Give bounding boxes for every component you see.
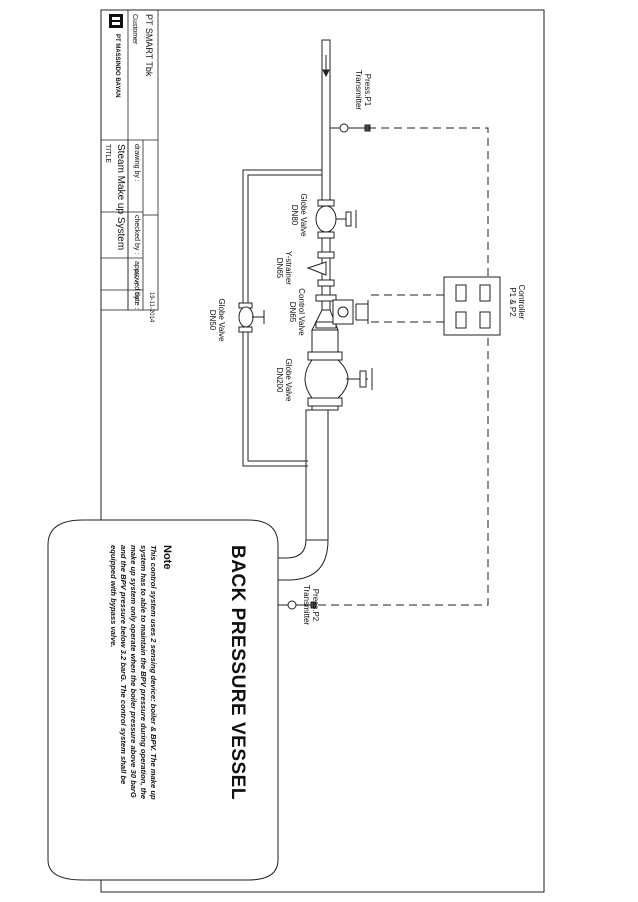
customer-value: PT SMART Tbk: [144, 14, 154, 77]
control-valve-label-line2: DN65: [288, 301, 297, 323]
title-block: [100, 9, 159, 311]
note-heading: Note: [161, 545, 173, 570]
note-line-4: and the BPV pressure below 3.2 barG. The…: [119, 545, 128, 785]
press-p1-label-line2: Transmitter: [354, 69, 363, 111]
press-p2-label: Press.P2 Transmitter: [302, 575, 320, 635]
controller-label: Controller P1 & P2: [508, 272, 526, 332]
main-steam-pipe: [275, 39, 339, 581]
back-pressure-vessel: [47, 519, 279, 881]
press-p1-label-line1: Press.P1: [363, 73, 372, 107]
strainer-label-line2: DN65: [275, 257, 284, 279]
globe-dn200-label-line2: DN200: [275, 367, 284, 393]
drawing-border: [100, 9, 545, 893]
control-valve-dn65: [315, 294, 369, 329]
company-logo: [109, 14, 123, 28]
date-value: 19-11-2014: [148, 292, 154, 323]
date-label: date :: [133, 292, 140, 310]
drawing-by-label: drawing by :: [133, 144, 140, 182]
title-value: Steam Make up System: [115, 144, 126, 251]
press-p2-transmitter: [278, 600, 317, 610]
control-valve-label-line1: Control Valve: [297, 288, 306, 336]
y-strainer-dn65: [306, 251, 335, 287]
note-line-1: This control system uses 2 sensing devic…: [149, 545, 158, 800]
controller-label-line1: Controller: [517, 284, 526, 320]
globe-dn200-label: Globe Valve DN200: [275, 350, 293, 410]
globe-valve-dn50: [238, 302, 265, 333]
globe-valve-dn200: [304, 351, 373, 407]
press-p1-transmitter: [330, 123, 371, 133]
title-label: TITLE: [104, 144, 111, 164]
press-p1-label: Press.P1 Transmitter: [354, 60, 372, 120]
controller-label-line2: P1 & P2: [508, 287, 517, 317]
globe-valve-dn80: [315, 199, 357, 239]
globe-dn200-label-line1: Globe Valve: [284, 358, 293, 402]
company-name: PT MASSINDO BAYAN: [114, 34, 120, 98]
globe-dn50-label-line1: Globe Valve: [217, 298, 226, 342]
note-line-5: equipped with bypass valve.: [109, 545, 118, 648]
customer-label: Customer: [131, 14, 138, 45]
press-p2-label-line1: Press.P2: [311, 588, 320, 622]
note-body: This control system uses 2 sensing devic…: [108, 545, 158, 845]
controller-box: [443, 276, 501, 336]
globe-dn80-label-line1: Globe Valve: [299, 193, 308, 237]
globe-dn50-label-line2: DN50: [208, 309, 217, 331]
checked-by-label: checked by :: [133, 215, 140, 255]
note-line-3: make up system only operate when the boi…: [129, 545, 138, 798]
note-line-2: system has to able to maintain the BPV p…: [139, 545, 148, 800]
press-p2-label-line2: Transmitter: [302, 584, 311, 626]
globe-dn80-label: Globe Valve DN80: [290, 185, 308, 245]
signal-lines: [318, 127, 489, 606]
globe-dn50-label: Globe Valve DN50: [208, 290, 226, 350]
vessel-label: BACK PRESSURE VESSEL: [227, 545, 248, 800]
globe-dn80-label-line2: DN80: [290, 204, 299, 226]
control-valve-label: Control Valve DN65: [288, 282, 306, 342]
